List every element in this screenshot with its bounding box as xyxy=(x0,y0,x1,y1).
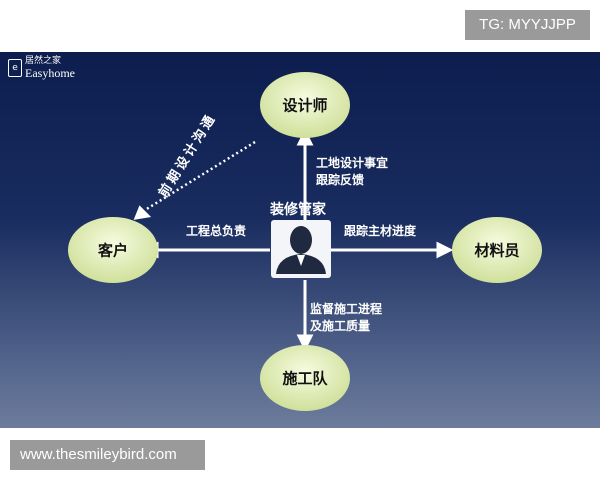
center-label: 装修管家 xyxy=(270,202,326,218)
node-designer-shape xyxy=(260,72,350,138)
edge-label-construction-2: 及施工质量 xyxy=(310,319,371,333)
manager-avatar xyxy=(271,220,331,278)
logo-en: Easyhome xyxy=(25,66,75,80)
node-designer: 设计师 xyxy=(282,96,328,115)
logo-icon: e xyxy=(8,59,22,77)
diagram: e 居然之家 Easyhome 设计师 客户 材料员 施工队 装修管家 工地设计… xyxy=(0,52,600,428)
node-materials: 材料员 xyxy=(474,241,520,260)
node-customer: 客户 xyxy=(97,241,129,260)
edge-label-designer-2: 跟踪反馈 xyxy=(316,173,365,187)
node-customer-shape xyxy=(68,217,158,283)
edge-label-designer-1: 工地设计事宜 xyxy=(316,156,389,170)
edge-designer-customer xyxy=(144,140,256,212)
watermark-bottom: www.thesmileybird.com xyxy=(10,440,205,470)
node-construction: 施工队 xyxy=(282,369,328,388)
edge-label-construction-1: 监督施工进程 xyxy=(310,302,383,316)
node-construction-shape xyxy=(260,345,350,411)
logo-cn: 居然之家 xyxy=(25,56,62,66)
diagram-lines xyxy=(68,72,542,411)
edge-label-customer: 工程总负责 xyxy=(186,224,247,238)
watermark-top: TG: MYYJJPP xyxy=(465,10,590,40)
edge-label-materials: 跟踪主材进度 xyxy=(344,224,417,238)
node-materials-shape xyxy=(452,217,542,283)
